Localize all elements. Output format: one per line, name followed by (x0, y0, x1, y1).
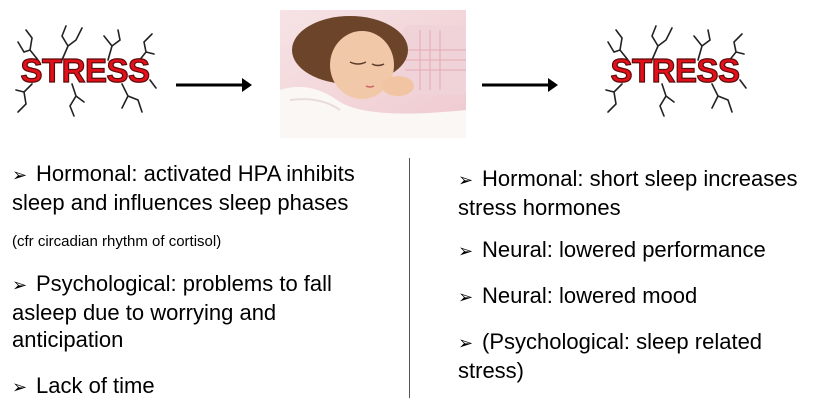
bullet-text: asleep due to worrying and (12, 299, 402, 326)
bullet-text: Hormonal: short sleep increases (482, 166, 797, 191)
left-note-cortisol: (cfr circadian rhythm of cortisol) (12, 233, 402, 251)
column-divider (409, 158, 410, 398)
bullet-text: sleep and influences sleep phases (12, 189, 402, 216)
sleeping-child-photo (280, 10, 466, 138)
bullet-text: Neural: lowered performance (482, 237, 766, 262)
right-bullet-psychological: ➢(Psychological: sleep related stress) (458, 328, 830, 384)
bullet-text: stress hormones (458, 194, 830, 221)
right-arrow-icon (480, 75, 560, 95)
bullet-arrow-icon: ➢ (12, 162, 36, 189)
right-bullet-mood: ➢Neural: lowered mood (458, 282, 830, 311)
bullet-arrow-icon: ➢ (458, 167, 482, 194)
bullet-text: Neural: lowered mood (482, 283, 697, 308)
right-bullet-performance: ➢Neural: lowered performance (458, 236, 830, 265)
bullet-text: stress) (458, 357, 830, 384)
right-arrow-icon (174, 75, 254, 95)
bullet-arrow-icon: ➢ (458, 238, 482, 265)
svg-text:STRESS: STRESS (610, 52, 739, 89)
bullet-text: (Psychological: sleep related (482, 329, 762, 354)
bullet-arrow-icon: ➢ (12, 272, 36, 299)
left-bullet-psychological: ➢Psychological: problems to fall asleep … (12, 270, 402, 353)
left-bullet-hormonal: ➢Hormonal: activated HPA inhibits sleep … (12, 160, 402, 216)
right-bullet-hormonal: ➢Hormonal: short sleep increases stress … (458, 165, 830, 221)
stress-graphic-left: STRESS (10, 20, 160, 118)
left-bullet-lack-of-time: ➢Lack of time (12, 372, 402, 401)
bullet-text: Lack of time (36, 373, 155, 398)
bullet-text: Hormonal: activated HPA inhibits (36, 161, 355, 186)
stress-graphic-right: STRESS (600, 20, 750, 118)
bullet-arrow-icon: ➢ (458, 330, 482, 357)
bullet-text: anticipation (12, 326, 402, 353)
bullet-arrow-icon: ➢ (12, 374, 36, 401)
bullet-arrow-icon: ➢ (458, 284, 482, 311)
bullet-text: Psychological: problems to fall (36, 271, 332, 296)
svg-text:STRESS: STRESS (20, 52, 149, 89)
